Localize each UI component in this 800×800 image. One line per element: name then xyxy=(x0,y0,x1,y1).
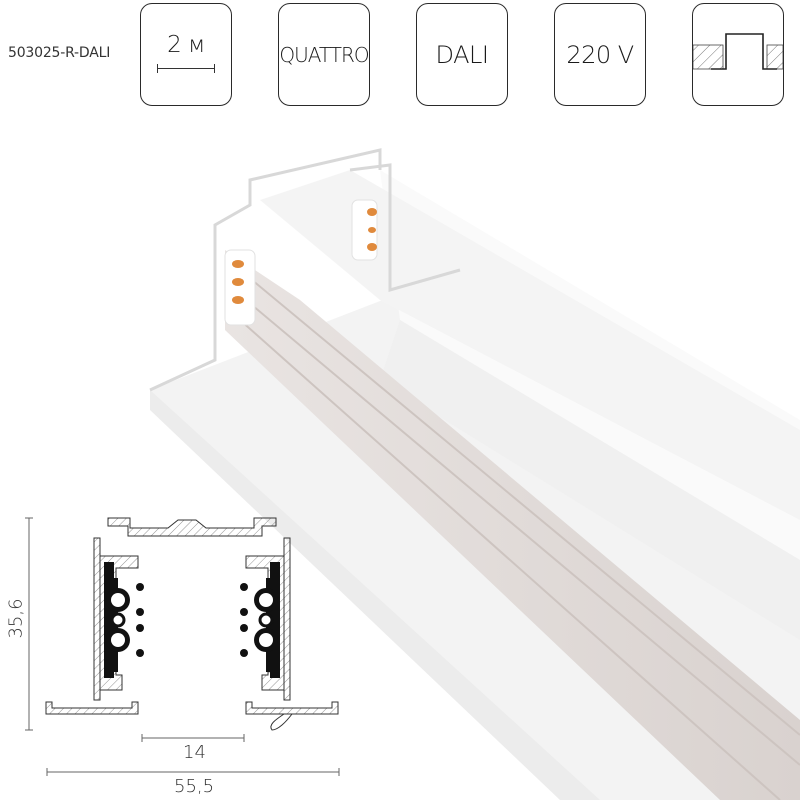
total-width-dimension: 55,5 xyxy=(174,776,215,797)
type-label: QUATTRO xyxy=(279,42,369,67)
voltage-label: 220 V xyxy=(566,40,634,69)
badge-voltage: 220 V xyxy=(554,3,646,106)
badge-protocol: DALI xyxy=(416,3,508,106)
length-label: 2 м xyxy=(167,32,205,58)
badge-length: 2 м xyxy=(140,3,232,106)
height-dimension: 35,6 xyxy=(5,598,27,639)
product-sku: 503025-R-DALI xyxy=(8,45,111,61)
contact-icon xyxy=(232,260,244,268)
protocol-label: DALI xyxy=(435,40,489,69)
badge-mounting xyxy=(692,3,784,106)
product-rendering xyxy=(0,110,800,800)
cross-section-drawing: 35,6 14 55,5 xyxy=(0,500,360,800)
length-scale-icon xyxy=(157,64,215,73)
recessed-mount-icon xyxy=(693,32,783,70)
inner-width-dimension: 14 xyxy=(183,742,206,763)
badge-type: QUATTRO xyxy=(278,3,370,106)
